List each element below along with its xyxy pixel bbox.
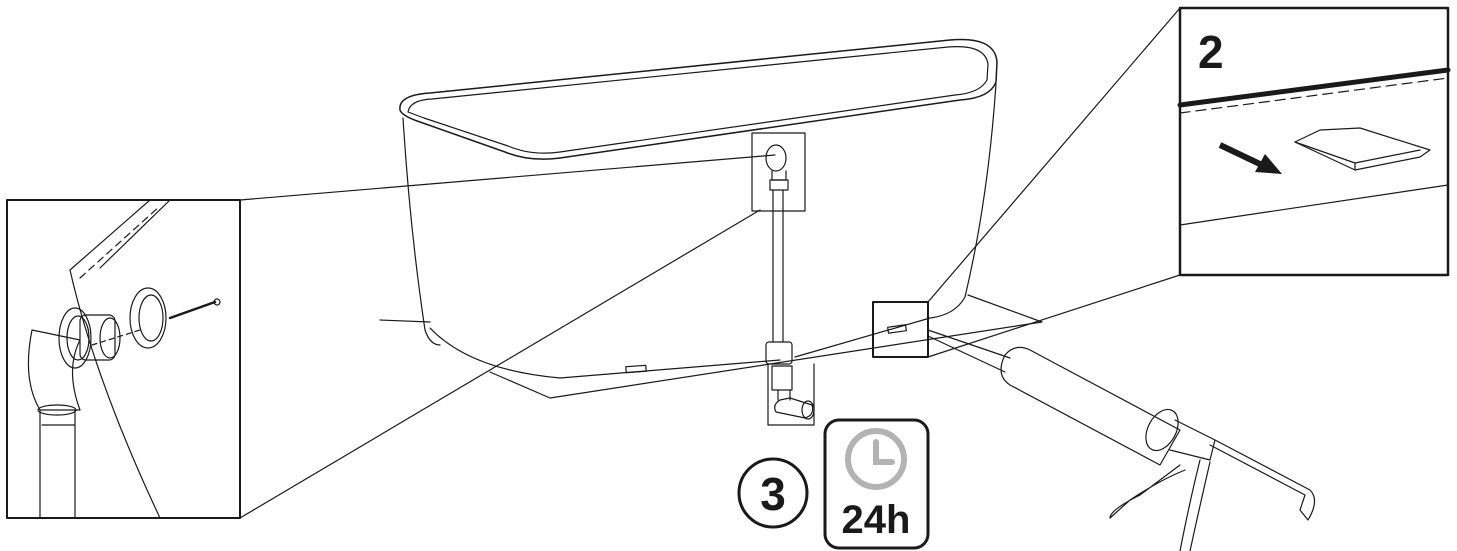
cure-time-badge: 24h <box>823 418 930 550</box>
clock-icon <box>845 428 907 490</box>
step-3-badge: 3 <box>737 457 809 529</box>
overflow-detail-callout <box>6 154 776 519</box>
floor-pad <box>625 364 647 374</box>
floor-template-sheet <box>379 294 1043 399</box>
caulk-gun <box>927 329 1316 551</box>
overflow-pipe <box>751 132 806 365</box>
bathtub <box>399 38 998 379</box>
arrow-icon <box>1218 142 1282 174</box>
main-step-number: 3 <box>760 468 786 520</box>
detail-step-number: 2 <box>1198 26 1224 78</box>
floor-pad <box>887 324 907 334</box>
cure-time-label: 24h <box>842 498 911 542</box>
waste-trap <box>767 363 815 426</box>
